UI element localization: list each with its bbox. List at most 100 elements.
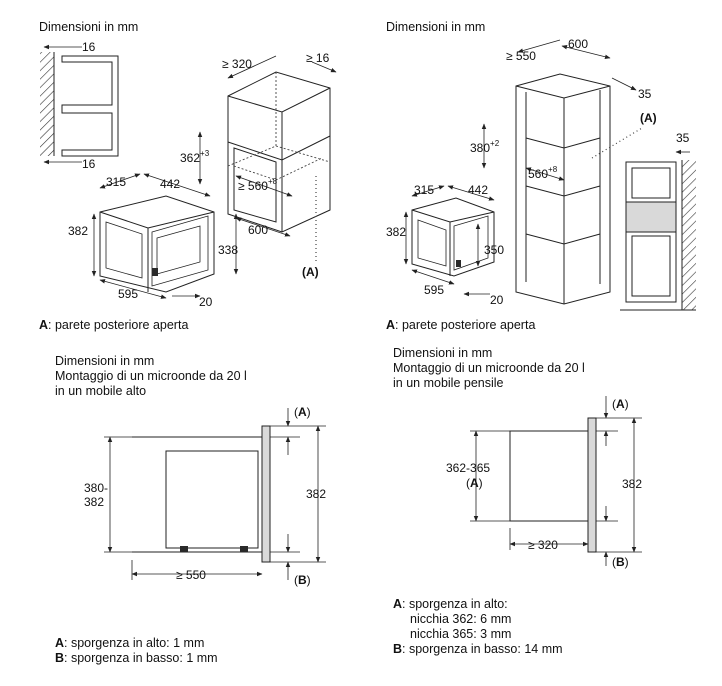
dim-ge-320-br: ≥ 320 xyxy=(528,538,558,552)
title-bottom-left: Dimensioni in mm Montaggio di un microon… xyxy=(55,354,247,399)
note-text: : parete posteriore aperta xyxy=(48,318,189,332)
dim-595: 595 xyxy=(118,287,138,301)
front-panel xyxy=(261,425,271,563)
diagram-top-left: 16 16 315 442 382 338 595 20 xyxy=(40,40,337,309)
side-view-profile xyxy=(61,55,119,157)
note-top-left: A: parete posteriore aperta xyxy=(39,318,188,333)
label-a-bl: (A) xyxy=(294,405,311,419)
dim-382: 382 xyxy=(68,224,88,238)
note-text: : sporgenza in alto: 1 mm xyxy=(64,636,205,650)
dim-ge-550: ≥ 550 xyxy=(506,49,536,63)
dim-value: 382 xyxy=(84,495,104,509)
title-line: Montaggio di un microonde da 20 l xyxy=(55,369,247,383)
microwave-iso xyxy=(99,195,215,293)
dim-380-382: 380-382 xyxy=(84,481,108,509)
dim-tolerance: +8 xyxy=(268,177,278,186)
label-key: A xyxy=(298,405,307,419)
diagram-bottom-left: (A) (B) 380-382 382 ≥ 550 xyxy=(84,405,326,587)
dim-35-side: 35 xyxy=(676,131,690,145)
wall-hatch xyxy=(40,52,54,156)
dim-315-right: 315 xyxy=(414,183,434,197)
note-key: B xyxy=(393,642,403,656)
label-a-open-back: (A) xyxy=(302,265,319,279)
dim-value: 560 xyxy=(528,167,548,181)
title-top-right: Dimensioni in mm xyxy=(386,20,486,34)
dim-value: ≥ 560 xyxy=(238,179,268,193)
cabinet-section xyxy=(509,430,589,522)
dim-362: 362+3 xyxy=(180,149,210,165)
dim-16-bottom: 16 xyxy=(82,157,96,171)
wall-hatch xyxy=(682,160,696,310)
dim-value: 362-365 xyxy=(446,461,490,475)
label-key: A xyxy=(616,397,625,411)
dim-ge-550-bl: ≥ 550 xyxy=(176,568,206,582)
title-line: Dimensioni in mm xyxy=(55,354,155,368)
diagram-bottom-right: (A) (B) 362-365(A) 382 ≥ 320 xyxy=(446,396,642,569)
label-a-right: (A) xyxy=(640,111,657,125)
dim-ge-16: ≥ 16 xyxy=(306,51,330,65)
note-text: : sporgenza in basso: 1 mm xyxy=(64,651,218,665)
note-line: A: sporgenza in alto: xyxy=(393,597,563,612)
microwave-iso-right xyxy=(411,197,495,277)
dim-20: 20 xyxy=(199,295,213,309)
dim-442: 442 xyxy=(160,177,180,191)
dim-tolerance: +3 xyxy=(200,149,210,158)
dim-ge-560: ≥ 560+8 xyxy=(238,177,278,193)
note-line: nicchia 362: 6 mm xyxy=(393,612,563,627)
note-line: B: sporgenza in basso: 1 mm xyxy=(55,651,218,666)
dim-35-top: 35 xyxy=(638,87,652,101)
title-top-left: Dimensioni in mm xyxy=(39,20,139,34)
dim-382-bl: 382 xyxy=(306,487,326,501)
note-key: B xyxy=(55,651,65,665)
note-line: B: sporgenza in basso: 14 mm xyxy=(393,642,563,657)
front-panel xyxy=(587,417,597,553)
dim-16-top: 16 xyxy=(82,40,96,54)
note-key: A xyxy=(39,318,49,332)
title-line: Dimensioni in mm xyxy=(393,346,493,360)
cabinet-section xyxy=(132,436,263,553)
title-line: Montaggio di un microonde da 20 l xyxy=(393,361,585,375)
note-line: A: sporgenza in alto: 1 mm xyxy=(55,636,218,651)
dim-382-right: 382 xyxy=(386,225,406,239)
side-view-right xyxy=(620,160,696,311)
notes-bottom-left: A: sporgenza in alto: 1 mm B: sporgenza … xyxy=(55,636,218,666)
dim-595-right: 595 xyxy=(424,283,444,297)
dim-362-365: 362-365(A) xyxy=(446,461,490,490)
note-text: : sporgenza in basso: 14 mm xyxy=(402,642,563,656)
dim-label: ( xyxy=(466,476,470,490)
dim-442-right: 442 xyxy=(468,183,488,197)
dim-600-right: 600 xyxy=(568,37,588,51)
note-top-right: A: parete posteriore aperta xyxy=(386,318,535,333)
title-line: in un mobile alto xyxy=(55,384,147,398)
note-line: nicchia 365: 3 mm xyxy=(393,627,563,642)
note-key: A xyxy=(386,318,396,332)
note-text: : parete posteriore aperta xyxy=(395,318,536,332)
dim-380: 380+2 xyxy=(470,139,500,155)
label-key: B xyxy=(616,555,625,569)
note-key: A xyxy=(55,636,65,650)
note-text: nicchia 365: 3 mm xyxy=(410,627,512,641)
title-line: in un mobile pensile xyxy=(393,376,504,390)
dim-value: 380- xyxy=(84,481,108,495)
label-key: B xyxy=(298,573,307,587)
dim-350: 350 xyxy=(484,243,504,257)
note-text: : sporgenza in alto: xyxy=(402,597,508,611)
label-b-bl: (B) xyxy=(294,573,311,587)
dim-value: 380 xyxy=(470,141,490,155)
dim-tolerance: +2 xyxy=(490,139,500,148)
dim-label: ) xyxy=(479,476,483,490)
tall-cabinet-iso xyxy=(515,73,611,305)
label-b-br: (B) xyxy=(612,555,629,569)
diagram-top-right: ≥ 550 600 35 (A) 380+2 560+8 315 442 382… xyxy=(386,37,696,311)
dim-value: 362 xyxy=(180,151,200,165)
dim-600: 600 xyxy=(248,223,268,237)
dim-315: 315 xyxy=(106,175,126,189)
notes-bottom-right: A: sporgenza in alto: nicchia 362: 6 mm … xyxy=(393,597,563,657)
dim-tolerance: +8 xyxy=(548,165,558,174)
note-key: A xyxy=(393,597,403,611)
dim-20-right: 20 xyxy=(490,293,504,307)
title-bottom-right: Dimensioni in mm Montaggio di un microon… xyxy=(393,346,585,391)
dim-ge-320: ≥ 320 xyxy=(222,57,252,71)
label-key: A xyxy=(470,476,479,490)
